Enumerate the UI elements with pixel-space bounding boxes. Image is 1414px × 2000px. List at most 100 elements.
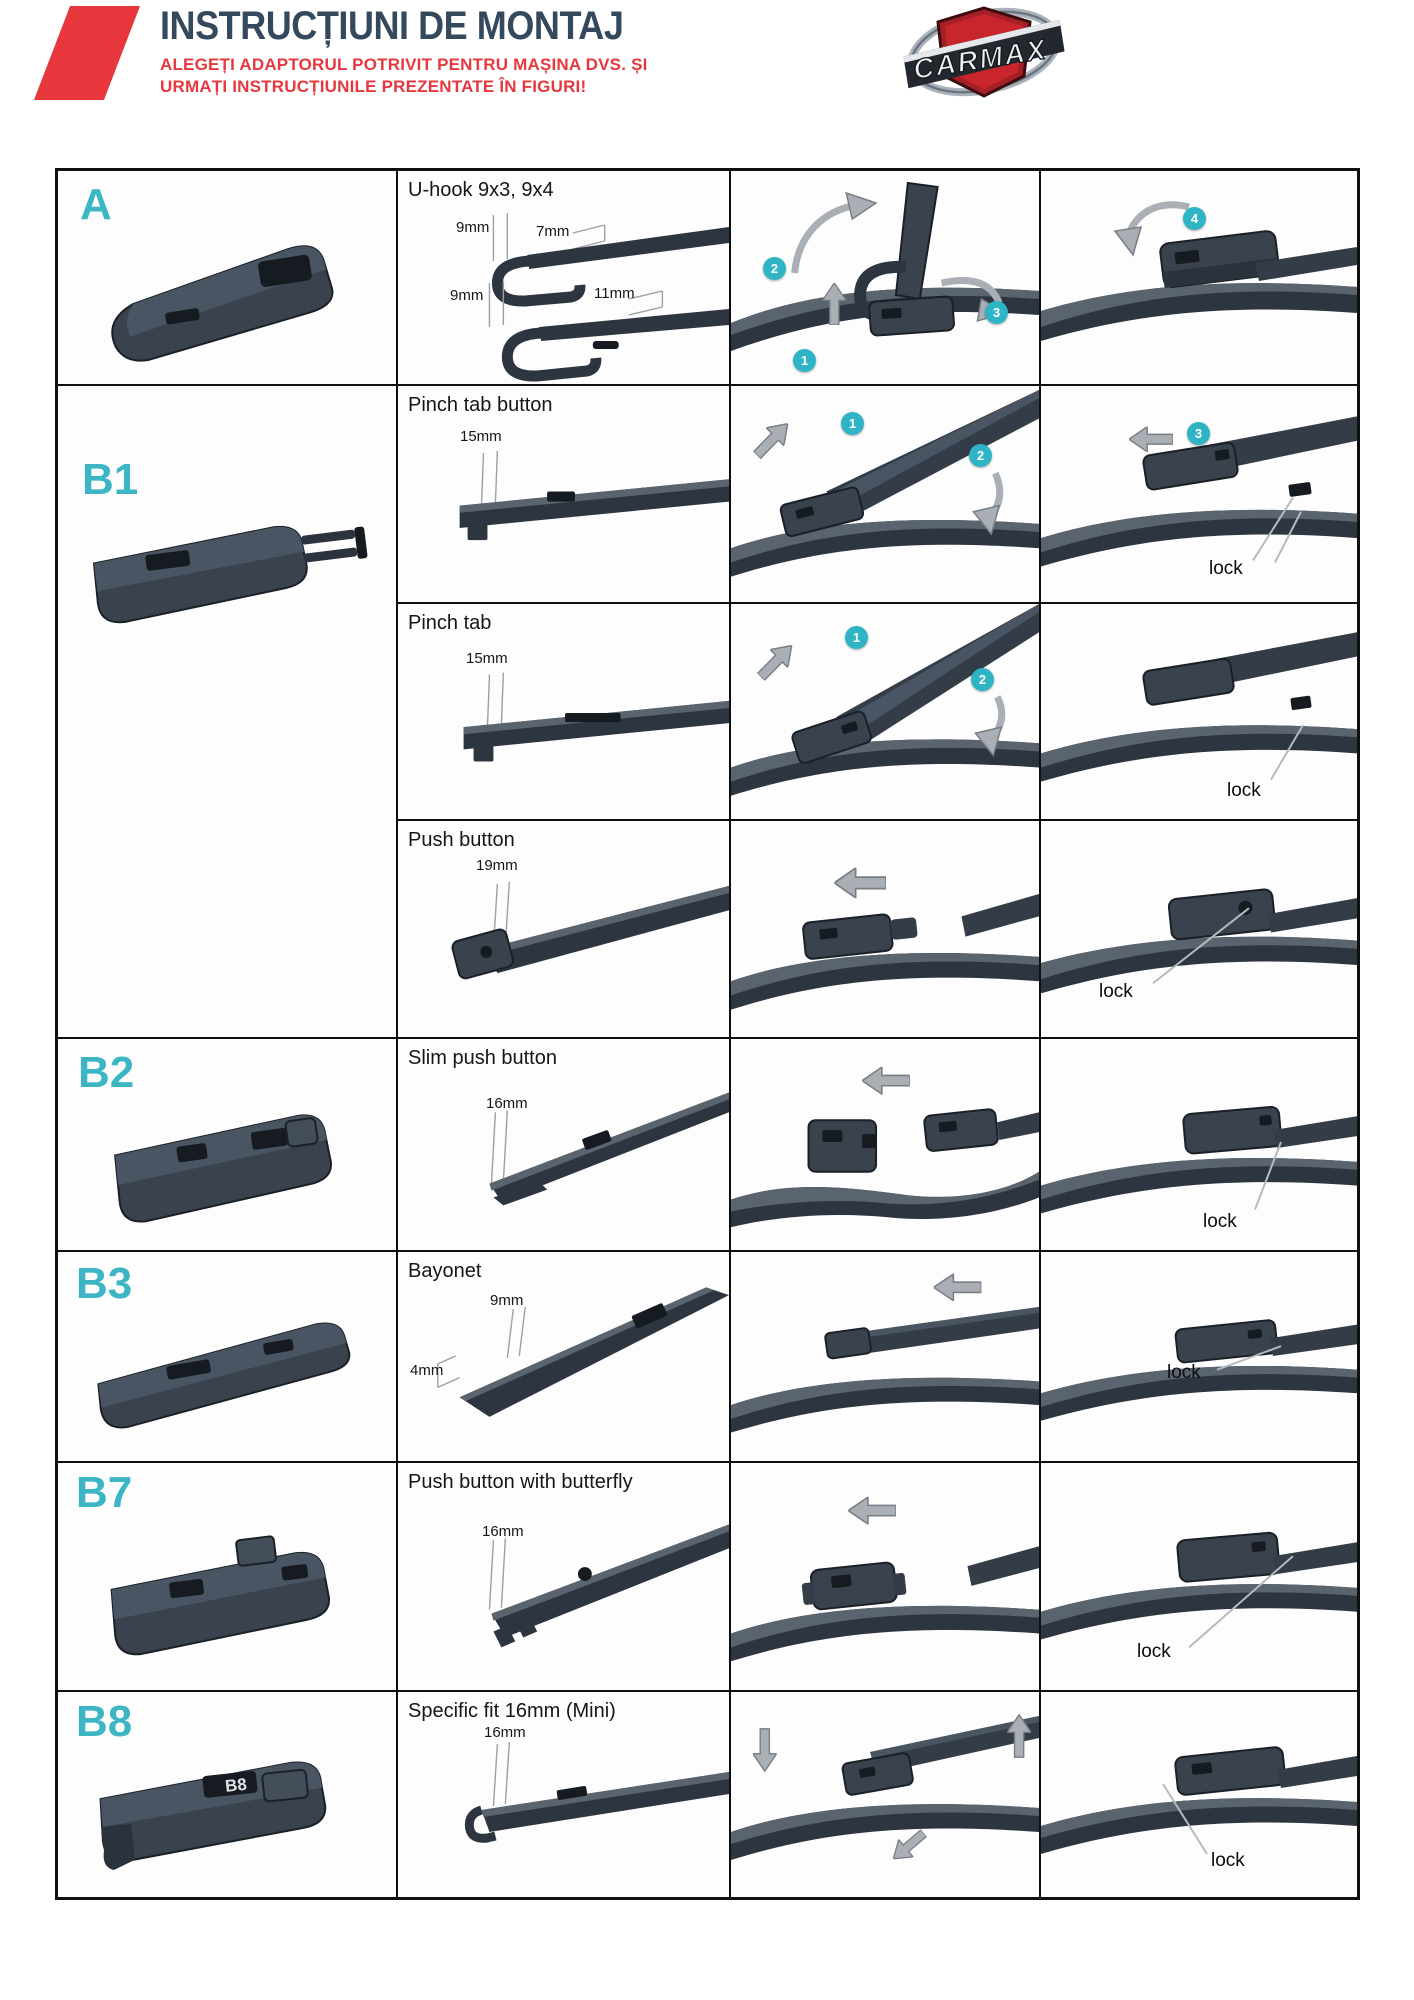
scene-b2-final xyxy=(1041,1105,1357,1214)
adapter-letter-b2: B2 xyxy=(78,1048,135,1097)
cell-b2-final: lock xyxy=(1041,1039,1357,1252)
cell-b1s3-final: lock xyxy=(1041,821,1357,1039)
step-badge-b1s2-1: 1 xyxy=(845,626,868,649)
diagram-push-button xyxy=(451,881,729,980)
measure-a-9mm-bottom: 9mm xyxy=(450,287,484,304)
carmax-logo: CARMAX xyxy=(903,6,1065,98)
adapter-letter-b7: B7 xyxy=(76,1468,133,1517)
cell-b2-install xyxy=(731,1039,1041,1252)
cell-a-type: U-hook 9x3, 9x4 9mm 7mm 9mm 11mm xyxy=(398,171,731,386)
measure-b3-4mm: 4mm xyxy=(410,1362,444,1379)
measure-a-7mm: 7mm xyxy=(536,223,570,240)
lock-label-b1s3: lock xyxy=(1099,981,1133,1002)
lock-label-b3: lock xyxy=(1167,1362,1201,1383)
measure-b7-16mm: 16mm xyxy=(482,1523,524,1540)
page-header: INSTRUCȚIUNI DE MONTAJ ALEGEȚI ADAPTORUL… xyxy=(0,0,1414,130)
measure-b3-9mm: 9mm xyxy=(490,1292,524,1309)
step-badge-2: 2 xyxy=(763,257,786,280)
adapter-letter-b3: B3 xyxy=(76,1259,133,1308)
subtitle-line-1: ALEGEȚI ADAPTORUL POTRIVIT PENTRU MAȘINA… xyxy=(160,55,648,74)
measure-b2-16mm: 16mm xyxy=(486,1095,528,1112)
diagram-pinch-tab xyxy=(463,672,729,762)
adapter-photo-b7 xyxy=(110,1535,330,1656)
scene-b7-install xyxy=(731,1496,1039,1662)
type-label-b8: Specific fit 16mm (Mini) xyxy=(408,1700,616,1722)
cell-b2-letter-photo: B2 xyxy=(58,1039,398,1252)
lock-label-b1s1: lock xyxy=(1209,558,1243,579)
step-badge-b1s1-1: 1 xyxy=(841,412,864,435)
cell-a-final: 4 xyxy=(1041,171,1357,386)
scene-b1s3-final xyxy=(1041,888,1357,994)
diagram-specific-fit-mini xyxy=(464,1741,729,1843)
cell-b1s2-type: Pinch tab 15mm xyxy=(398,604,731,821)
cell-b1s1-final: 3 lock xyxy=(1041,386,1357,604)
measure-b8-16mm: 16mm xyxy=(484,1724,526,1741)
step-badge-b1s2-2: 2 xyxy=(971,668,994,691)
measure-b1s3-19mm: 19mm xyxy=(476,857,518,874)
diagram-bayonet xyxy=(437,1287,729,1417)
page-title: INSTRUCȚIUNI DE MONTAJ xyxy=(160,4,624,48)
scene-b1s2-final xyxy=(1041,632,1357,782)
cell-b7-letter-photo: B7 xyxy=(58,1463,398,1692)
scene-b7-final xyxy=(1041,1531,1357,1649)
adapter-photo-b8: B8 xyxy=(99,1761,327,1871)
scene-b1s1-install xyxy=(731,390,1039,577)
subtitle-line-2: URMAȚI INSTRUCȚIUNILE PREZENTATE ÎN FIGU… xyxy=(160,77,587,97)
step-badge-b1s1-3: 3 xyxy=(1187,422,1210,445)
cell-b7-type: Push button with butterfly 16mm xyxy=(398,1463,731,1692)
cell-b1s3-install xyxy=(731,821,1041,1039)
measure-a-9mm-top: 9mm xyxy=(456,219,490,236)
adapter-letter-b8: B8 xyxy=(76,1697,133,1746)
adapter-photo-b8-marking: B8 xyxy=(224,1775,247,1796)
cell-b8-type: Specific fit 16mm (Mini) 16mm xyxy=(398,1692,731,1897)
adapter-photo-b1 xyxy=(92,525,368,624)
cell-b7-install xyxy=(731,1463,1041,1692)
type-label-b2: Slim push button xyxy=(408,1047,557,1069)
step-badge-1: 1 xyxy=(793,349,816,372)
cell-b8-letter-photo: B8 B8 xyxy=(58,1692,398,1897)
adapter-table: A U-hook 9x3, 9x4 9mm 7mm 9mm 11mm xyxy=(55,168,1360,1900)
adapter-photo-b2 xyxy=(114,1114,332,1223)
cell-a-install: 2 1 3 xyxy=(731,171,1041,386)
cell-b1s2-final: lock xyxy=(1041,604,1357,821)
cell-b8-install xyxy=(731,1692,1041,1897)
type-label-b3: Bayonet xyxy=(408,1260,482,1282)
cell-b8-final: lock xyxy=(1041,1692,1357,1897)
scene-b8-install xyxy=(731,1714,1039,1868)
type-label-b1s3: Push button xyxy=(408,829,515,851)
diagram-pinch-tab-button xyxy=(459,450,729,541)
scene-a-install xyxy=(731,181,1039,351)
cell-b1s1-install: 1 2 xyxy=(731,386,1041,604)
scene-b1s3-install xyxy=(731,867,1039,1010)
measure-a-11mm: 11mm xyxy=(594,285,635,302)
adapter-photo-a xyxy=(111,245,334,362)
measure-b1s2-15mm: 15mm xyxy=(466,650,508,667)
diagram-push-button-butterfly xyxy=(488,1524,729,1648)
scene-b3-install xyxy=(731,1273,1039,1433)
step-badge-3: 3 xyxy=(985,301,1008,324)
diagram-slim-push-button xyxy=(489,1092,729,1206)
type-label-a: U-hook 9x3, 9x4 xyxy=(408,179,554,201)
cell-b3-letter-photo: B3 xyxy=(58,1252,398,1463)
lock-label-b7: lock xyxy=(1137,1641,1171,1662)
scene-b8-final xyxy=(1041,1746,1357,1855)
scene-b3-final xyxy=(1041,1319,1357,1421)
diagram-uhook xyxy=(488,213,729,382)
type-label-b1s2: Pinch tab xyxy=(408,612,492,634)
cell-b3-final: lock xyxy=(1041,1252,1357,1463)
cell-b1s2-install: 1 2 xyxy=(731,604,1041,821)
scene-b1s1-final xyxy=(1041,416,1357,567)
lock-label-b8: lock xyxy=(1211,1850,1245,1871)
step-badge-b1s1-2: 2 xyxy=(969,444,992,467)
lock-label-b2: lock xyxy=(1203,1211,1237,1232)
adapter-photo-b3 xyxy=(97,1322,351,1429)
cell-b3-type: Bayonet 9mm 4mm xyxy=(398,1252,731,1463)
cell-b2-type: Slim push button 16mm xyxy=(398,1039,731,1252)
measure-b1s1-15mm: 15mm xyxy=(460,428,502,445)
scene-b2-install xyxy=(731,1066,1039,1228)
cell-b1s1-type: Pinch tab button 15mm xyxy=(398,386,731,604)
cell-b1-letter-photo: B1 xyxy=(58,386,398,1039)
step-badge-4: 4 xyxy=(1183,207,1206,230)
brand-parallelogram-mark xyxy=(33,6,141,100)
type-label-b1s1: Pinch tab button xyxy=(408,394,553,416)
